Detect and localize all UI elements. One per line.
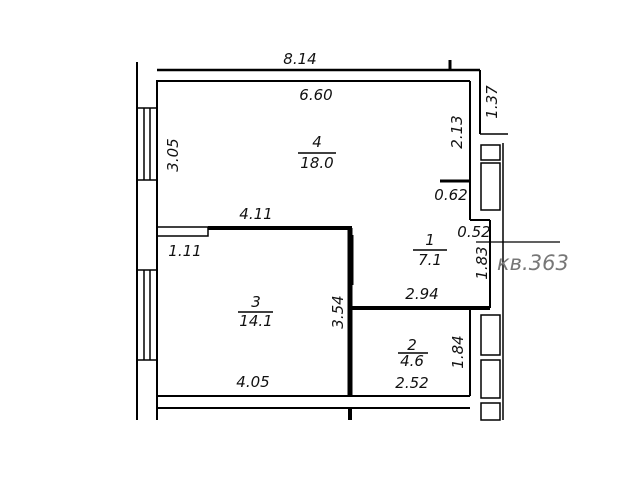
- svg-text:3: 3: [251, 293, 261, 311]
- room-labels: 4 18.0 1 7.1 3 14.1 2 4.6: [238, 133, 447, 370]
- svg-text:1.11: 1.11: [168, 242, 201, 260]
- svg-text:0.62: 0.62: [434, 186, 467, 204]
- svg-text:4.11: 4.11: [239, 205, 272, 223]
- svg-text:3.54: 3.54: [329, 295, 347, 328]
- room-3-label: 3 14.1: [238, 293, 273, 330]
- svg-text:1.84: 1.84: [449, 335, 467, 368]
- overall-width: 8.14: [283, 50, 316, 68]
- svg-text:1.83: 1.83: [473, 246, 491, 279]
- svg-text:4: 4: [312, 133, 322, 151]
- window-bottom-left: [136, 269, 158, 361]
- svg-text:1: 1: [425, 231, 435, 249]
- svg-text:14.1: 14.1: [239, 312, 272, 330]
- svg-text:2: 2: [407, 336, 417, 354]
- walls: [136, 60, 560, 421]
- shaft-fixtures: [480, 144, 501, 421]
- room-2-label: 2 4.6: [398, 336, 428, 370]
- svg-text:2.52: 2.52: [395, 374, 428, 392]
- svg-text:0.52: 0.52: [457, 223, 490, 241]
- svg-text:4.6: 4.6: [400, 352, 424, 370]
- room-1-label: 1 7.1: [413, 231, 447, 269]
- svg-text:1.37: 1.37: [483, 85, 501, 119]
- svg-text:6.60: 6.60: [299, 86, 332, 104]
- svg-text:2.13: 2.13: [448, 115, 466, 148]
- svg-text:18.0: 18.0: [300, 154, 333, 172]
- svg-text:7.1: 7.1: [418, 251, 442, 269]
- dimension-labels: 8.14 6.60 3.05 2.13 1.37 0.62 4.11 0.52 …: [164, 50, 501, 392]
- svg-text:4.05: 4.05: [236, 373, 269, 391]
- room-4-label: 4 18.0: [298, 133, 336, 172]
- svg-text:3.05: 3.05: [164, 138, 182, 171]
- svg-text:2.94: 2.94: [405, 285, 438, 303]
- window-top-left: [136, 107, 158, 181]
- apartment-number: кв.363: [497, 251, 569, 275]
